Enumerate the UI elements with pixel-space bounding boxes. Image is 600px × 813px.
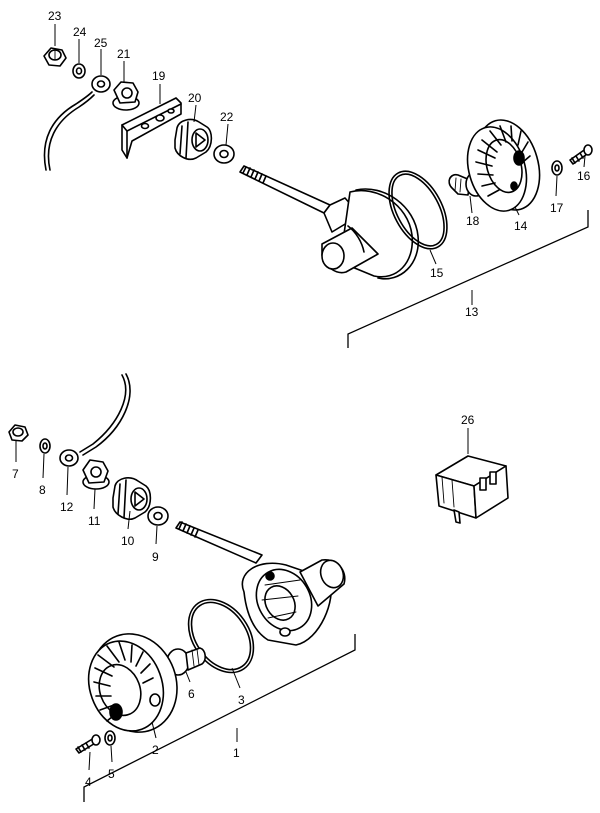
washer-24[interactable] — [72, 63, 86, 79]
callout-4: 4 — [85, 775, 92, 789]
callout-1: 1 — [233, 746, 240, 760]
callout-5: 5 — [108, 767, 115, 781]
callout-labels: 23 24 25 21 19 20 22 15 18 14 17 16 13 7… — [12, 9, 591, 789]
o-ring-15[interactable] — [377, 162, 459, 259]
lens-2[interactable] — [76, 622, 190, 745]
ring-terminal-12[interactable] — [59, 373, 131, 467]
callout-22: 22 — [220, 110, 234, 124]
washer-8[interactable] — [39, 438, 51, 454]
turn-signal-housing-13[interactable] — [239, 165, 419, 280]
flange-nut-21[interactable] — [112, 81, 140, 111]
relay-26[interactable] — [435, 455, 509, 524]
callout-3: 3 — [238, 693, 245, 707]
callout-17: 17 — [550, 201, 564, 215]
callout-11: 11 — [88, 514, 101, 528]
callout-15: 15 — [430, 266, 444, 280]
callout-19: 19 — [152, 69, 166, 83]
callout-6: 6 — [188, 687, 195, 701]
screw-4[interactable] — [75, 734, 101, 754]
callout-26: 26 — [461, 413, 475, 427]
callout-13: 13 — [465, 305, 479, 319]
screw-16[interactable] — [569, 144, 593, 165]
callout-7: 7 — [12, 467, 19, 481]
leader-lines — [15, 24, 586, 771]
callout-18: 18 — [466, 214, 480, 228]
nut-23[interactable] — [43, 47, 67, 67]
callout-8: 8 — [39, 483, 46, 497]
washer-17[interactable] — [551, 160, 563, 176]
callout-14: 14 — [514, 219, 528, 233]
turn-signal-housing-1[interactable] — [175, 521, 347, 646]
callout-21: 21 — [117, 47, 131, 61]
washer-5[interactable] — [104, 730, 116, 746]
callout-10: 10 — [121, 534, 135, 548]
callout-23: 23 — [48, 9, 62, 23]
ring-terminal-25[interactable] — [43, 75, 111, 171]
washer-9[interactable] — [147, 506, 169, 526]
nut-7[interactable] — [8, 424, 29, 442]
flange-nut-11[interactable] — [82, 459, 110, 490]
callout-25: 25 — [94, 36, 108, 50]
bulb-6[interactable] — [166, 647, 206, 676]
callout-12: 12 — [60, 500, 74, 514]
lens-14[interactable] — [458, 113, 549, 219]
callout-16: 16 — [577, 169, 591, 183]
callout-20: 20 — [188, 91, 202, 105]
group-bracket-1 — [83, 634, 356, 802]
bracket-19[interactable] — [121, 97, 182, 159]
group-bracket-13 — [347, 210, 589, 348]
grommet-20[interactable] — [174, 118, 213, 161]
washer-22[interactable] — [213, 144, 235, 164]
grommet-10[interactable] — [112, 477, 152, 520]
callout-9: 9 — [152, 550, 159, 564]
callout-2: 2 — [152, 743, 159, 757]
callout-24: 24 — [73, 25, 87, 39]
